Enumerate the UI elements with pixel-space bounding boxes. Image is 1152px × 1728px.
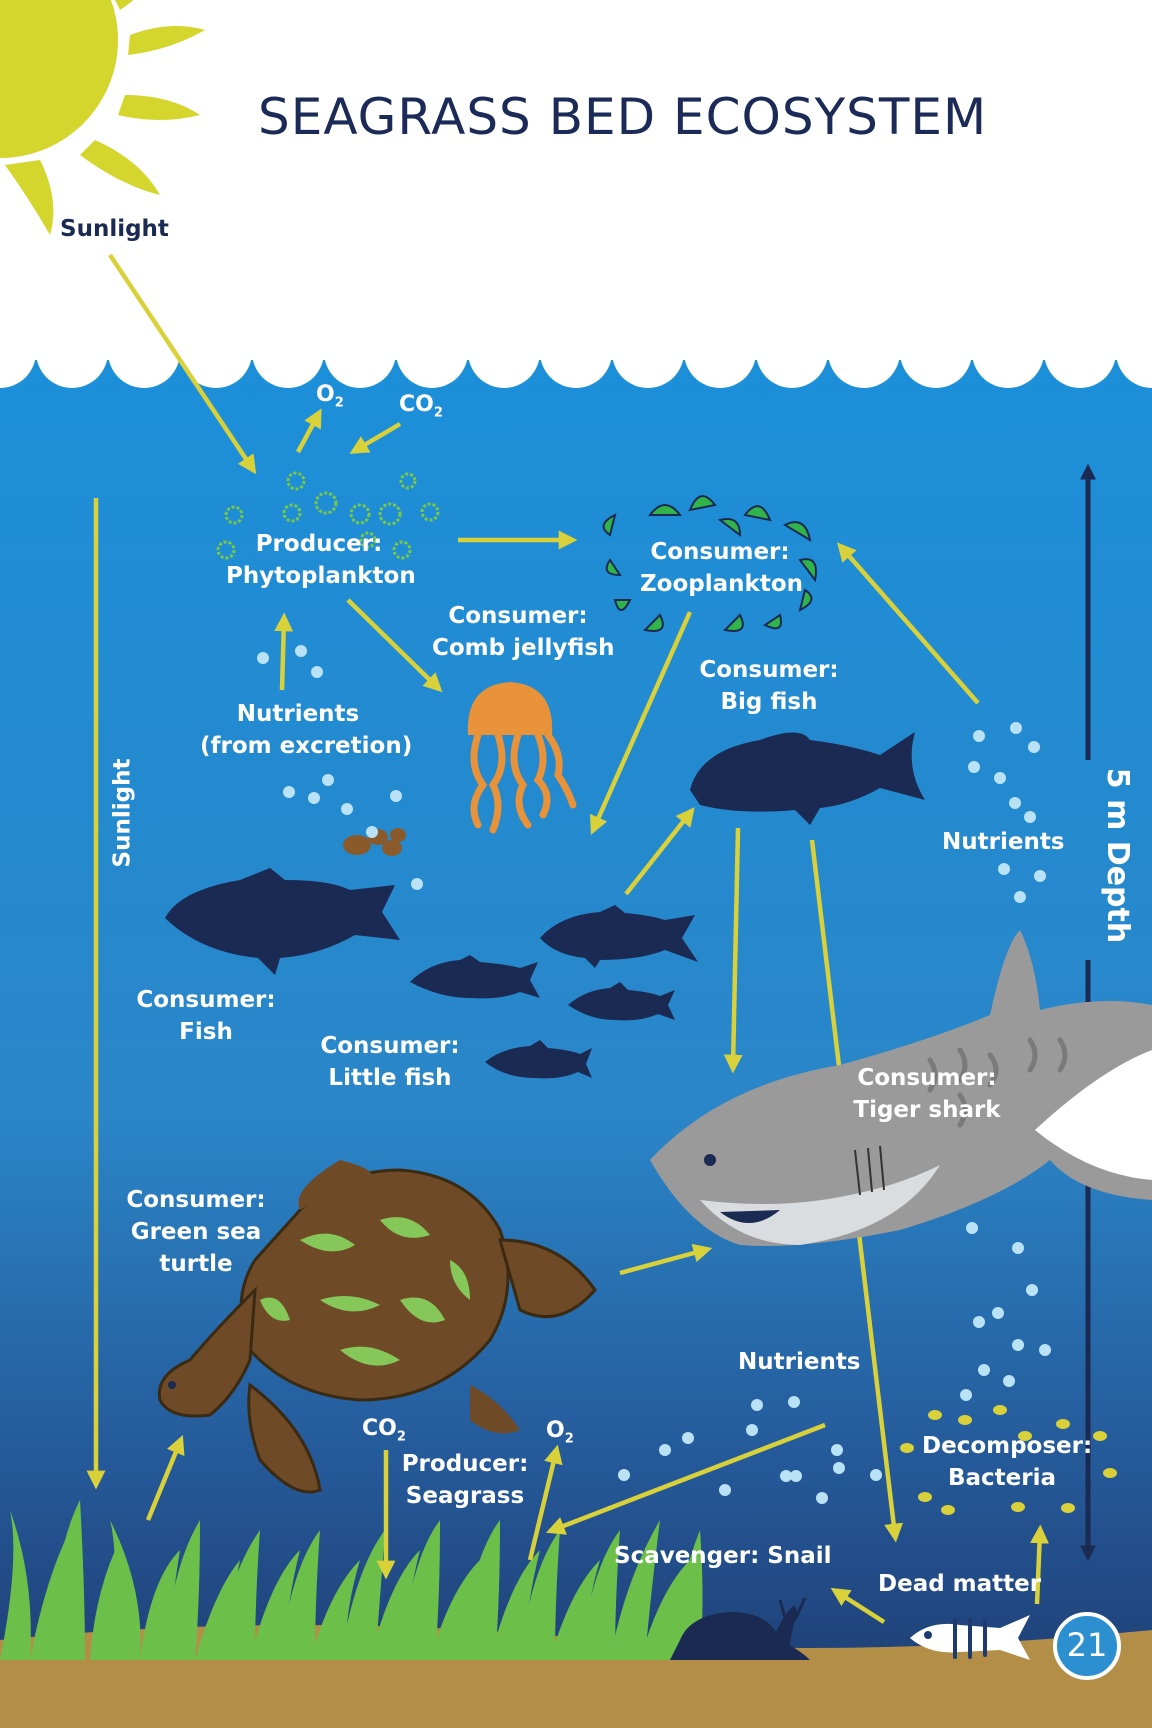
consumer-littlefish-line2: Little fish: [320, 1062, 460, 1094]
o2-top-label: O2: [316, 382, 344, 410]
dead-matter-label: Dead matter: [878, 1568, 1028, 1600]
nutrients-excretion-line2: (from excretion): [200, 730, 396, 762]
decomposer-line2: Bacteria: [922, 1462, 1082, 1494]
consumer-turtle-line3: turtle: [126, 1248, 266, 1280]
co2-bottom-subscript: 2: [397, 1429, 406, 1444]
producer-seagrass-label: Producer: Seagrass: [400, 1448, 530, 1512]
co2-top-subscript: 2: [434, 405, 443, 420]
o2-top-subscript: 2: [335, 395, 344, 410]
producer-phyto-line1: Producer:: [226, 528, 412, 560]
consumer-littlefish-label: Consumer: Little fish: [320, 1030, 460, 1094]
sunlight-label-top: Sunlight: [60, 216, 169, 242]
consumer-bigfish-line1: Consumer:: [694, 654, 844, 686]
consumer-jelly-line2: Comb jellyfish: [432, 632, 604, 664]
producer-phytoplankton-label: Producer: Phytoplankton: [226, 528, 412, 592]
nutrients-right-label: Nutrients: [942, 826, 1062, 858]
consumer-zoo-line2: Zooplankton: [640, 568, 800, 600]
o2-bottom-text: O: [546, 1418, 565, 1443]
consumer-fish-line2: Fish: [136, 1016, 276, 1048]
producer-seagrass-line2: Seagrass: [400, 1480, 530, 1512]
page-number: 21: [1053, 1612, 1121, 1680]
consumer-fish-line1: Consumer:: [136, 984, 276, 1016]
consumer-bigfish-line2: Big fish: [694, 686, 844, 718]
consumer-turtle-line2: Green sea: [126, 1216, 266, 1248]
consumer-shark-line1: Consumer:: [852, 1062, 1002, 1094]
producer-phyto-line2: Phytoplankton: [226, 560, 412, 592]
consumer-jellyfish-label: Consumer: Comb jellyfish: [432, 600, 604, 664]
o2-top-text: O: [316, 382, 335, 407]
consumer-jelly-line1: Consumer:: [432, 600, 604, 632]
decomposer-label: Decomposer: Bacteria: [922, 1430, 1082, 1494]
co2-bottom-label: CO2: [362, 1416, 406, 1444]
decomposer-line1: Decomposer:: [922, 1430, 1082, 1462]
nutrients-excretion-line1: Nutrients: [200, 698, 396, 730]
nutrients-bottom-label: Nutrients: [738, 1346, 858, 1378]
o2-bottom-subscript: 2: [565, 1431, 574, 1446]
page-title: SEAGRASS BED ECOSYSTEM: [258, 88, 987, 146]
consumer-shark-line2: Tiger shark: [852, 1094, 1002, 1126]
consumer-zoo-line1: Consumer:: [640, 536, 800, 568]
consumer-bigfish-label: Consumer: Big fish: [694, 654, 844, 718]
consumer-turtle-line1: Consumer:: [126, 1184, 266, 1216]
consumer-shark-label: Consumer: Tiger shark: [852, 1062, 1002, 1126]
sunlight-label-vertical: Sunlight: [109, 759, 135, 868]
consumer-zooplankton-label: Consumer: Zooplankton: [640, 536, 800, 600]
co2-top-text: CO: [399, 392, 434, 417]
depth-label: 5 m Depth: [1100, 768, 1135, 943]
scavenger-label: Scavenger: Snail: [614, 1540, 814, 1572]
consumer-fish-label: Consumer: Fish: [136, 984, 276, 1048]
co2-bottom-text: CO: [362, 1416, 397, 1441]
co2-top-label: CO2: [399, 392, 443, 420]
sun-icon: [0, 0, 205, 235]
consumer-littlefish-line1: Consumer:: [320, 1030, 460, 1062]
o2-bottom-label: O2: [546, 1418, 574, 1446]
consumer-turtle-label: Consumer: Green sea turtle: [126, 1184, 266, 1280]
nutrients-excretion-label: Nutrients (from excretion): [200, 698, 396, 762]
producer-seagrass-line1: Producer:: [400, 1448, 530, 1480]
